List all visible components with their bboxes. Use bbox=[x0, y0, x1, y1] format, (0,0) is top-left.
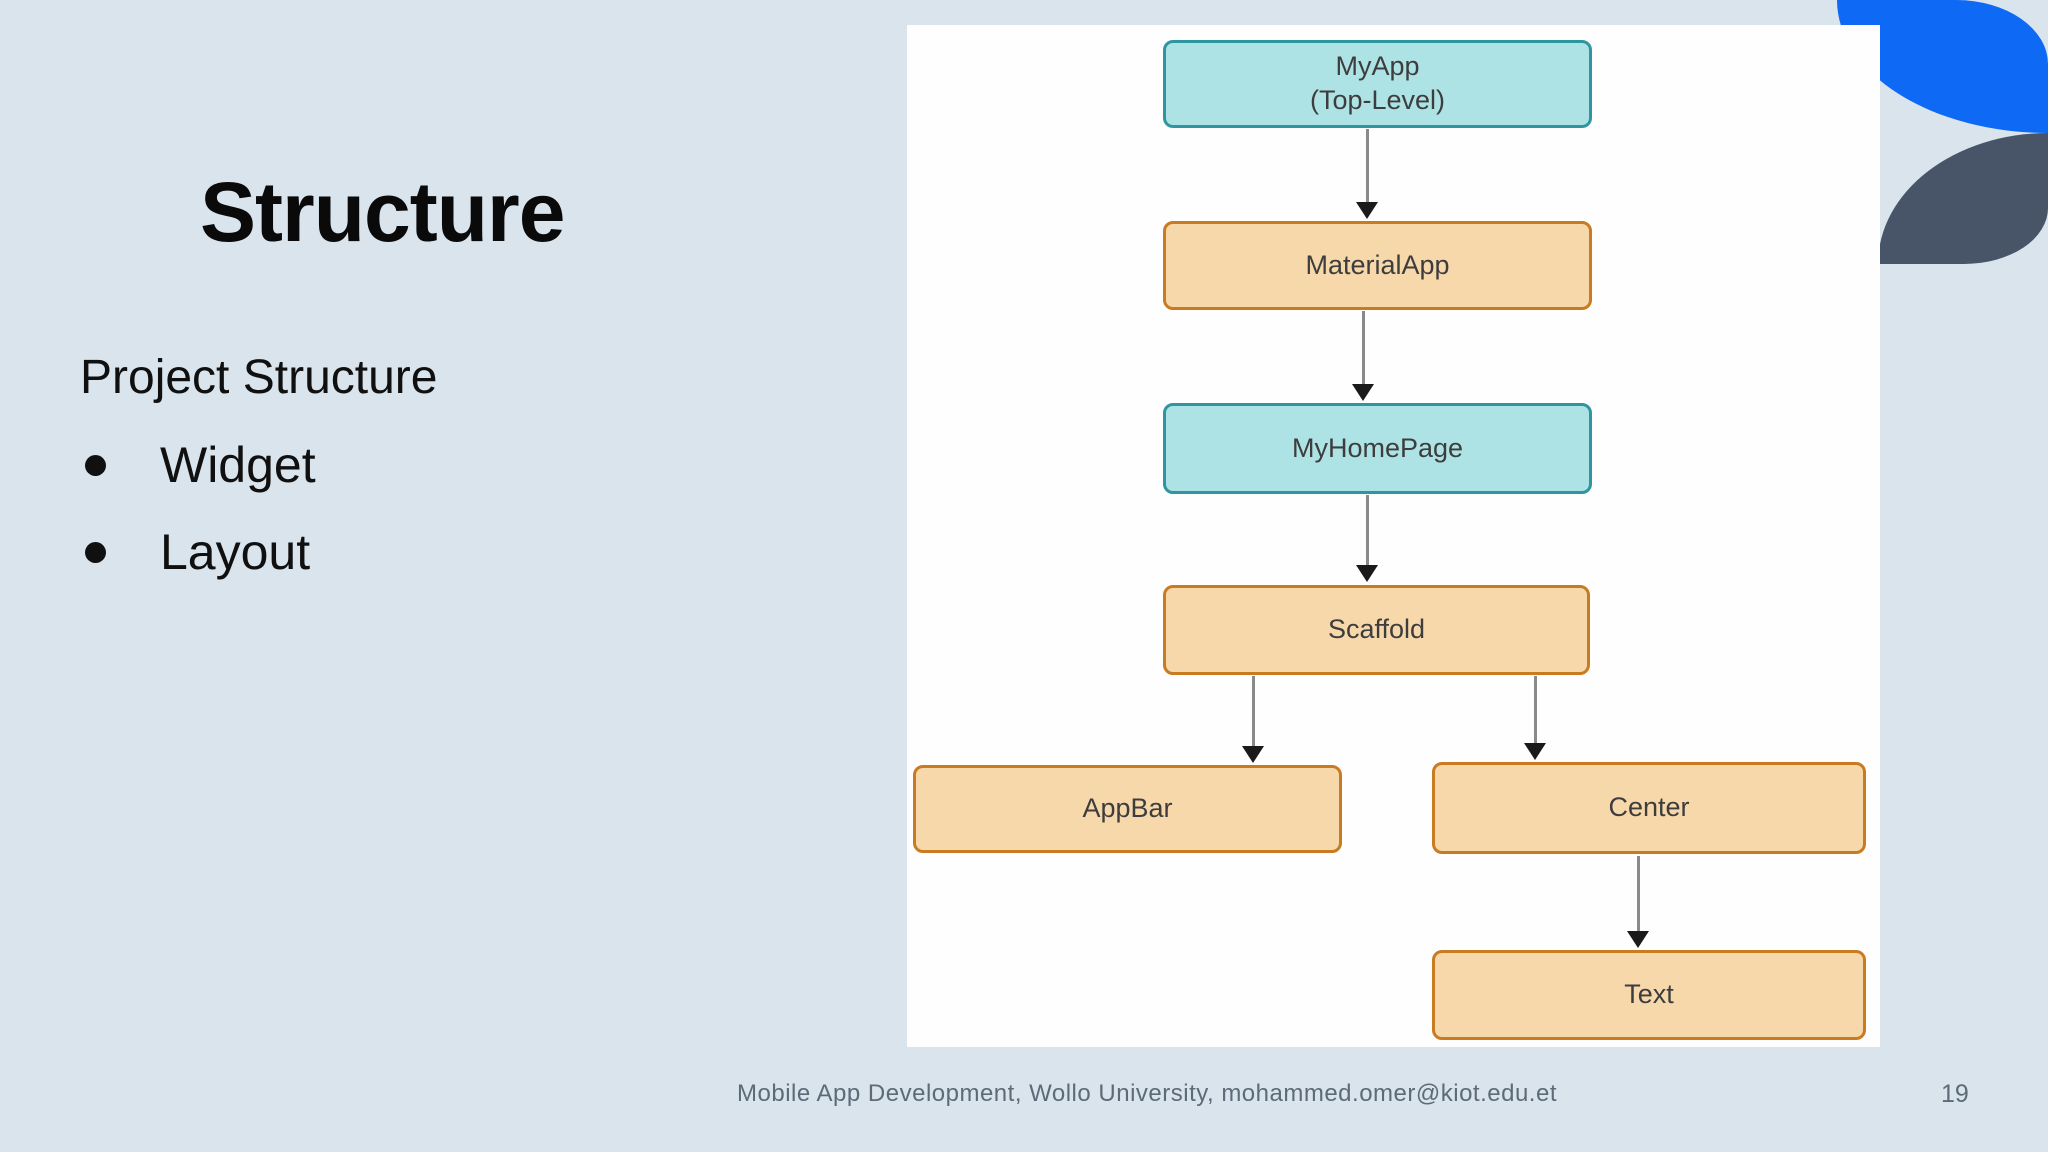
node-center: Center bbox=[1432, 762, 1866, 854]
subtitle: Project Structure bbox=[80, 351, 438, 404]
edge-arrowhead-scaffold-center bbox=[1524, 743, 1546, 760]
bullet-label: Layout bbox=[160, 524, 311, 580]
edge-line-materialapp-myhomepage bbox=[1361, 311, 1365, 387]
edge-arrowhead-materialapp-myhomepage bbox=[1352, 384, 1374, 401]
node-appbar: AppBar bbox=[913, 765, 1342, 853]
edge-line-scaffold-center bbox=[1533, 676, 1537, 746]
decoration-dark-leaf bbox=[1878, 133, 2048, 264]
node-text: Text bbox=[1432, 950, 1866, 1040]
page-title: Structure bbox=[200, 165, 565, 259]
bullet-item-widget: Widget bbox=[85, 436, 316, 494]
bullet-dot bbox=[85, 454, 106, 476]
edge-arrowhead-center-text bbox=[1627, 931, 1649, 948]
footer-text: Mobile App Development, Wollo University… bbox=[737, 1080, 1557, 1107]
edge-arrowhead-myapp-materialapp bbox=[1356, 202, 1378, 219]
edge-arrowhead-scaffold-appbar bbox=[1242, 746, 1264, 763]
node-myapp: MyApp (Top-Level) bbox=[1163, 40, 1592, 128]
diagram-panel bbox=[907, 25, 1880, 1047]
edge-line-center-text bbox=[1636, 856, 1640, 934]
page-number: 19 bbox=[1941, 1080, 1969, 1108]
edge-line-scaffold-appbar bbox=[1251, 676, 1255, 749]
bullet-label: Widget bbox=[160, 437, 316, 493]
edge-arrowhead-myhomepage-scaffold bbox=[1356, 565, 1378, 582]
bullet-item-layout: Layout bbox=[85, 523, 310, 581]
node-myhomepage: MyHomePage bbox=[1163, 403, 1592, 494]
node-materialapp: MaterialApp bbox=[1163, 221, 1592, 310]
edge-line-myapp-materialapp bbox=[1365, 129, 1369, 205]
bullet-dot bbox=[85, 541, 106, 563]
node-scaffold: Scaffold bbox=[1163, 585, 1590, 675]
edge-line-myhomepage-scaffold bbox=[1365, 495, 1369, 568]
